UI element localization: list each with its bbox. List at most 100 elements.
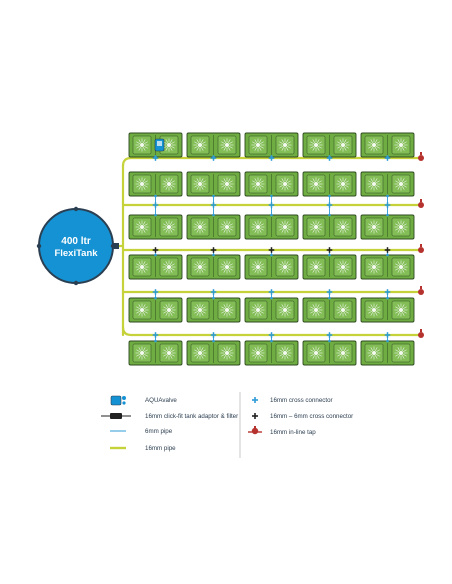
tray (244, 297, 299, 323)
tap-body (418, 202, 424, 208)
tap-handle (420, 244, 422, 247)
pot-petal (254, 312, 258, 316)
inline-tap (418, 286, 424, 295)
pot-petal (312, 355, 316, 359)
pot-centre (225, 308, 229, 312)
pot-petal (343, 147, 347, 151)
tap-body (418, 155, 424, 161)
pot-petal (200, 355, 204, 359)
pot-petal (223, 221, 227, 225)
aquavalve-dot (386, 213, 389, 217)
pot-petal (279, 227, 283, 231)
pot-petal (254, 186, 258, 190)
pot-petal (227, 147, 231, 151)
pot-centre (167, 225, 171, 229)
tray (128, 132, 183, 158)
pot-centre (256, 182, 260, 186)
tap-handle (420, 286, 422, 289)
pot-petal (281, 312, 285, 316)
pot-petal (337, 180, 341, 184)
pot-petal (374, 147, 378, 151)
pot-petal (343, 304, 347, 308)
pot-petal (165, 304, 169, 308)
pot-petal (223, 312, 227, 316)
pot-petal (312, 221, 316, 225)
pot-petal (144, 223, 148, 227)
pot-petal (200, 147, 204, 151)
pot-petal (397, 147, 401, 151)
pot-petal (200, 269, 204, 273)
pot-petal (254, 347, 258, 351)
pot-petal (171, 310, 175, 314)
pot-petal (318, 180, 322, 184)
cross-connector-16mm (152, 289, 159, 295)
pot-petal (163, 227, 167, 231)
pot-petal (403, 353, 407, 357)
pot-petal (163, 223, 167, 227)
pot-petal (318, 310, 322, 314)
pot-petal (370, 186, 374, 190)
pot-petal (310, 267, 314, 271)
pot-centre (140, 265, 144, 269)
pot-petal (165, 147, 169, 151)
cross-connector-16mm (152, 202, 159, 208)
pot-petal (196, 269, 200, 273)
pot-petal (221, 141, 225, 145)
pot-petal (229, 310, 233, 314)
pot-petal (165, 186, 169, 190)
tray (360, 340, 415, 366)
pipe-16mm-line-5 (121, 325, 420, 337)
pot-petal (196, 312, 200, 316)
tray (128, 340, 183, 366)
pot-petal (169, 186, 173, 190)
pot-centre (167, 308, 171, 312)
cross-connector-16mm (384, 202, 391, 208)
pot-petal (144, 145, 148, 149)
pot-petal (310, 223, 314, 227)
pot-petal (221, 353, 225, 357)
pot-petal (337, 263, 341, 267)
pot-petal (169, 229, 173, 233)
legend-label-cross-16mm: 16mm cross connector (270, 397, 333, 404)
pot-petal (368, 306, 372, 310)
pot-petal (279, 353, 283, 357)
pot-petal (221, 180, 225, 184)
pot-centre (167, 351, 171, 355)
pot-petal (397, 186, 401, 190)
pot-petal (345, 141, 349, 145)
pot-petal (403, 306, 407, 310)
pot-petal (281, 139, 285, 143)
pot-petal (229, 306, 233, 310)
pot-petal (196, 147, 200, 151)
inline-tap (418, 199, 424, 208)
tray (128, 214, 183, 240)
pot-petal (397, 355, 401, 359)
tray (360, 254, 415, 280)
pot-petal (142, 186, 146, 190)
pot-petal (376, 184, 380, 188)
pot-petal (337, 227, 341, 231)
pot-petal (163, 263, 167, 267)
pot-petal (370, 355, 374, 359)
pot-petal (169, 269, 173, 273)
tray (244, 340, 299, 366)
cross-connector-16-6mm (326, 247, 333, 253)
pot-petal (254, 269, 258, 273)
pot-petal (163, 310, 167, 314)
pot-petal (310, 349, 314, 353)
pot-petal (397, 221, 401, 225)
pot-petal (285, 304, 289, 308)
pot-petal (339, 139, 343, 143)
pot-petal (345, 263, 349, 267)
pot-centre (256, 308, 260, 312)
pot-petal (144, 141, 148, 145)
pot-petal (374, 221, 378, 225)
aquavalve-dot (270, 194, 273, 198)
pot-centre (399, 143, 403, 147)
pot-petal (279, 306, 283, 310)
tray (244, 132, 299, 158)
pot-petal (138, 304, 142, 308)
pot-petal (343, 139, 347, 143)
pot-petal (370, 139, 374, 143)
pot-petal (169, 221, 173, 225)
